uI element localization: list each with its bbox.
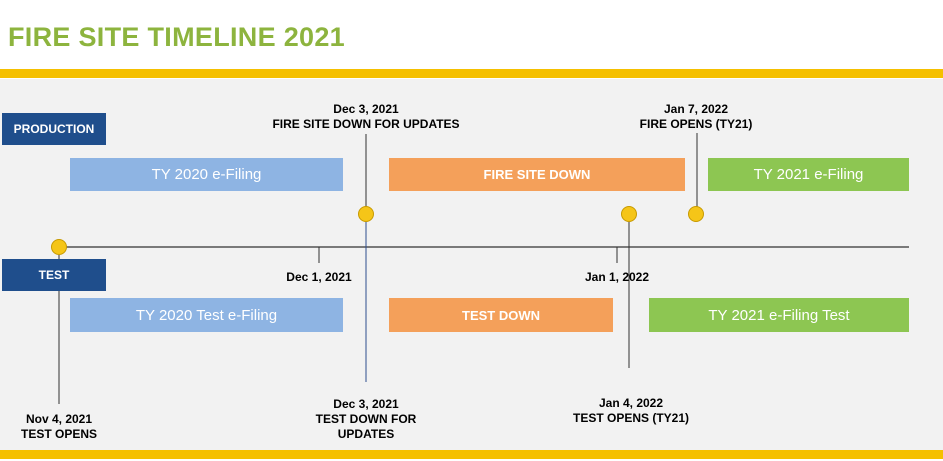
milestone-text-line2: UPDATES	[337, 427, 395, 441]
timeline-panel	[0, 79, 943, 450]
milestone-date: Dec 3, 2021	[333, 102, 399, 116]
top-band	[0, 69, 943, 78]
milestone-marker-nov4	[51, 239, 67, 255]
bar-test-down: TEST DOWN	[389, 298, 613, 332]
tag-test: TEST	[2, 259, 106, 291]
tick-label-jan1: Jan 1, 2022	[584, 270, 650, 284]
bar-ty2020-test-efiling: TY 2020 Test e-Filing	[70, 298, 343, 332]
bottom-band	[0, 450, 943, 459]
milestone-date: Nov 4, 2021	[25, 412, 93, 426]
tick-label-dec1: Dec 1, 2021	[286, 270, 352, 284]
milestone-marker-jan4	[621, 206, 637, 222]
milestone-text-line1: TEST DOWN FOR	[315, 412, 417, 426]
bar-ty2021-efiling: TY 2021 e-Filing	[708, 158, 909, 191]
milestone-date: Jan 7, 2022	[663, 102, 729, 116]
milestone-date: Dec 3, 2021	[333, 397, 399, 411]
bar-ty2021-efiling-test: TY 2021 e-Filing Test	[649, 298, 909, 332]
milestone-marker-jan7	[688, 206, 704, 222]
milestone-label-test-down: Dec 3, 2021 TEST DOWN FOR UPDATES	[300, 397, 432, 442]
milestone-label-test-opens-jan: Jan 4, 2022 TEST OPENS (TY21)	[560, 396, 702, 426]
milestone-text: FIRE OPENS (TY21)	[639, 117, 753, 131]
bar-fire-site-down: FIRE SITE DOWN	[389, 158, 685, 191]
bar-ty2020-efiling: TY 2020 e-Filing	[70, 158, 343, 191]
milestone-text: TEST OPENS (TY21)	[572, 411, 690, 425]
tag-production: PRODUCTION	[2, 113, 106, 145]
milestone-text: FIRE SITE DOWN FOR UPDATES	[272, 117, 460, 131]
milestone-text: TEST OPENS	[20, 427, 97, 441]
milestone-marker-dec3	[358, 206, 374, 222]
milestone-label-test-opens-nov: Nov 4, 2021 TEST OPENS	[4, 412, 114, 442]
milestone-label-fire-opens: Jan 7, 2022 FIRE OPENS (TY21)	[626, 102, 766, 132]
milestone-label-fire-down: Dec 3, 2021 FIRE SITE DOWN FOR UPDATES	[256, 102, 476, 132]
milestone-date: Jan 4, 2022	[598, 396, 664, 410]
page-title: FIRE SITE TIMELINE 2021	[8, 22, 345, 52]
